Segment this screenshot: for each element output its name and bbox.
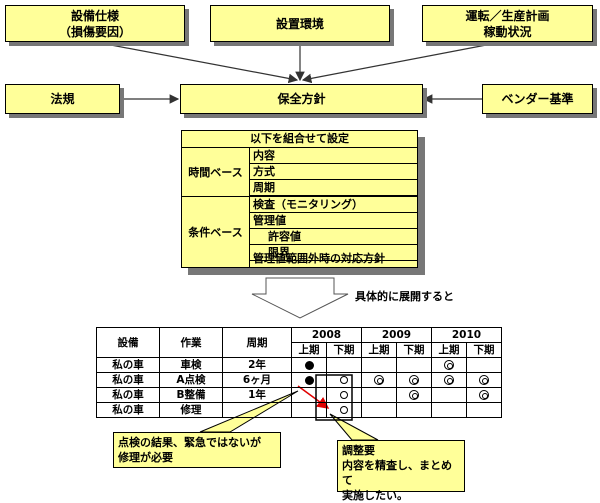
cell-mark (466, 357, 502, 373)
cond-item-allowable: 許容値 (250, 229, 417, 245)
time-item-content: 内容 (250, 148, 417, 164)
filled-circle-icon (304, 375, 314, 385)
cell-equipment: 私の車 (96, 372, 160, 388)
double-circle-icon (444, 375, 454, 385)
arrow-operation-to-policy (301, 41, 503, 84)
cell-mark (326, 372, 362, 388)
header-work: 作業 (159, 327, 223, 358)
header-half: 下期 (466, 342, 502, 358)
time-item-period: 周期 (250, 180, 417, 196)
double-circle-icon (479, 375, 489, 385)
cell-mark (361, 372, 397, 388)
filled-circle-icon (304, 360, 314, 370)
expand-label: 具体的に展開すると (355, 290, 454, 303)
cell-mark (396, 387, 432, 403)
double-circle-icon (479, 390, 489, 400)
box-equipment-spec: 設備仕様 （損傷要因） (5, 5, 185, 42)
header-half: 上期 (361, 342, 397, 358)
environment-text: 設置環境 (275, 16, 324, 31)
time-item-method: 方式 (250, 164, 417, 180)
header-period: 周期 (222, 327, 292, 358)
expand-down-arrow (251, 277, 349, 319)
cell-period: 6ヶ月 (222, 372, 292, 388)
operation-text: 運転／生産計画 稼動状況 (465, 8, 550, 39)
cond-item-inspection: 検査（モニタリング） (250, 197, 417, 213)
cell-mark (326, 387, 362, 403)
cell-work: 車検 (159, 357, 223, 373)
cell-equipment: 私の車 (96, 387, 160, 403)
header-year-2010: 2010 (431, 327, 502, 343)
cond-item-control-value: 管理値 (250, 213, 417, 229)
callout-adjustment: 調整要 内容を精査し、まとめて 実施したい。 (337, 440, 465, 502)
cell-equipment: 私の車 (96, 402, 160, 418)
header-half: 上期 (291, 342, 327, 358)
box-law: 法規 (5, 84, 120, 114)
cell-mark (291, 357, 327, 373)
header-half: 下期 (326, 342, 362, 358)
arrow-equipment-to-policy (94, 41, 299, 84)
cell-mark (361, 387, 397, 403)
header-half: 上期 (431, 342, 467, 358)
cond-base-label: 条件ベース (182, 197, 250, 267)
cell-period: 1年 (222, 387, 292, 403)
cell-work: B整備 (159, 387, 223, 403)
cell-mark (326, 402, 362, 418)
schedule-table: 設備 作業 周期 2008 2009 2010 上期 下期 上期 下期 上期 下… (96, 327, 502, 418)
cell-work: 修理 (159, 402, 223, 418)
panel-separator (182, 196, 417, 197)
cell-mark (466, 372, 502, 388)
cond-item-limit: 限界 (250, 245, 417, 261)
cond-item-out-of-range: 管理値範囲外時の対応方針 (253, 252, 385, 265)
vendor-text: ベンダー基準 (501, 92, 574, 106)
cell-mark (466, 402, 502, 418)
cell-mark (396, 402, 432, 418)
cell-mark (326, 357, 362, 373)
time-base-label: 時間ベース (182, 148, 250, 196)
cell-mark (361, 357, 397, 373)
header-half: 下期 (396, 342, 432, 358)
cell-mark (431, 372, 467, 388)
double-circle-icon (409, 390, 419, 400)
cell-mark (361, 402, 397, 418)
circle-icon (340, 376, 348, 384)
circle-icon (340, 391, 348, 399)
cell-period: 2年 (222, 357, 292, 373)
cell-mark (431, 387, 467, 403)
header-year-2008: 2008 (291, 327, 362, 343)
cell-mark (431, 357, 467, 373)
cell-mark (431, 402, 467, 418)
law-text: 法規 (50, 92, 75, 106)
box-policy: 保全方針 (180, 84, 423, 114)
box-vendor: ベンダー基準 (482, 84, 593, 114)
cell-mark (466, 387, 502, 403)
box-operation: 運転／生産計画 稼動状況 (422, 5, 593, 42)
circle-icon (340, 406, 348, 414)
cell-mark (396, 372, 432, 388)
table-row: 私の車修理 (96, 402, 502, 418)
callout-repair-needed: 点検の結果、緊急ではないが 修理が必要 (113, 432, 281, 468)
policy-detail-panel: 以下を組合せて設定 時間ベース 内容 方式 周期 条件ベース 検査（モニタリング… (181, 130, 418, 268)
double-circle-icon (409, 375, 419, 385)
policy-text: 保全方針 (277, 92, 326, 106)
cell-mark (291, 402, 327, 418)
header-year-2009: 2009 (361, 327, 432, 343)
cell-mark (396, 357, 432, 373)
header-equipment: 設備 (96, 327, 160, 358)
cell-mark (291, 387, 327, 403)
double-circle-icon (444, 360, 454, 370)
cell-equipment: 私の車 (96, 357, 160, 373)
box-environment: 設置環境 (210, 5, 390, 42)
cell-period (222, 402, 292, 418)
cell-work: A点検 (159, 372, 223, 388)
panel-header: 以下を組合せて設定 (182, 131, 417, 148)
double-circle-icon (374, 375, 384, 385)
cell-mark (291, 372, 327, 388)
equipment-spec-text: 設備仕様 （損傷要因） (58, 8, 131, 39)
